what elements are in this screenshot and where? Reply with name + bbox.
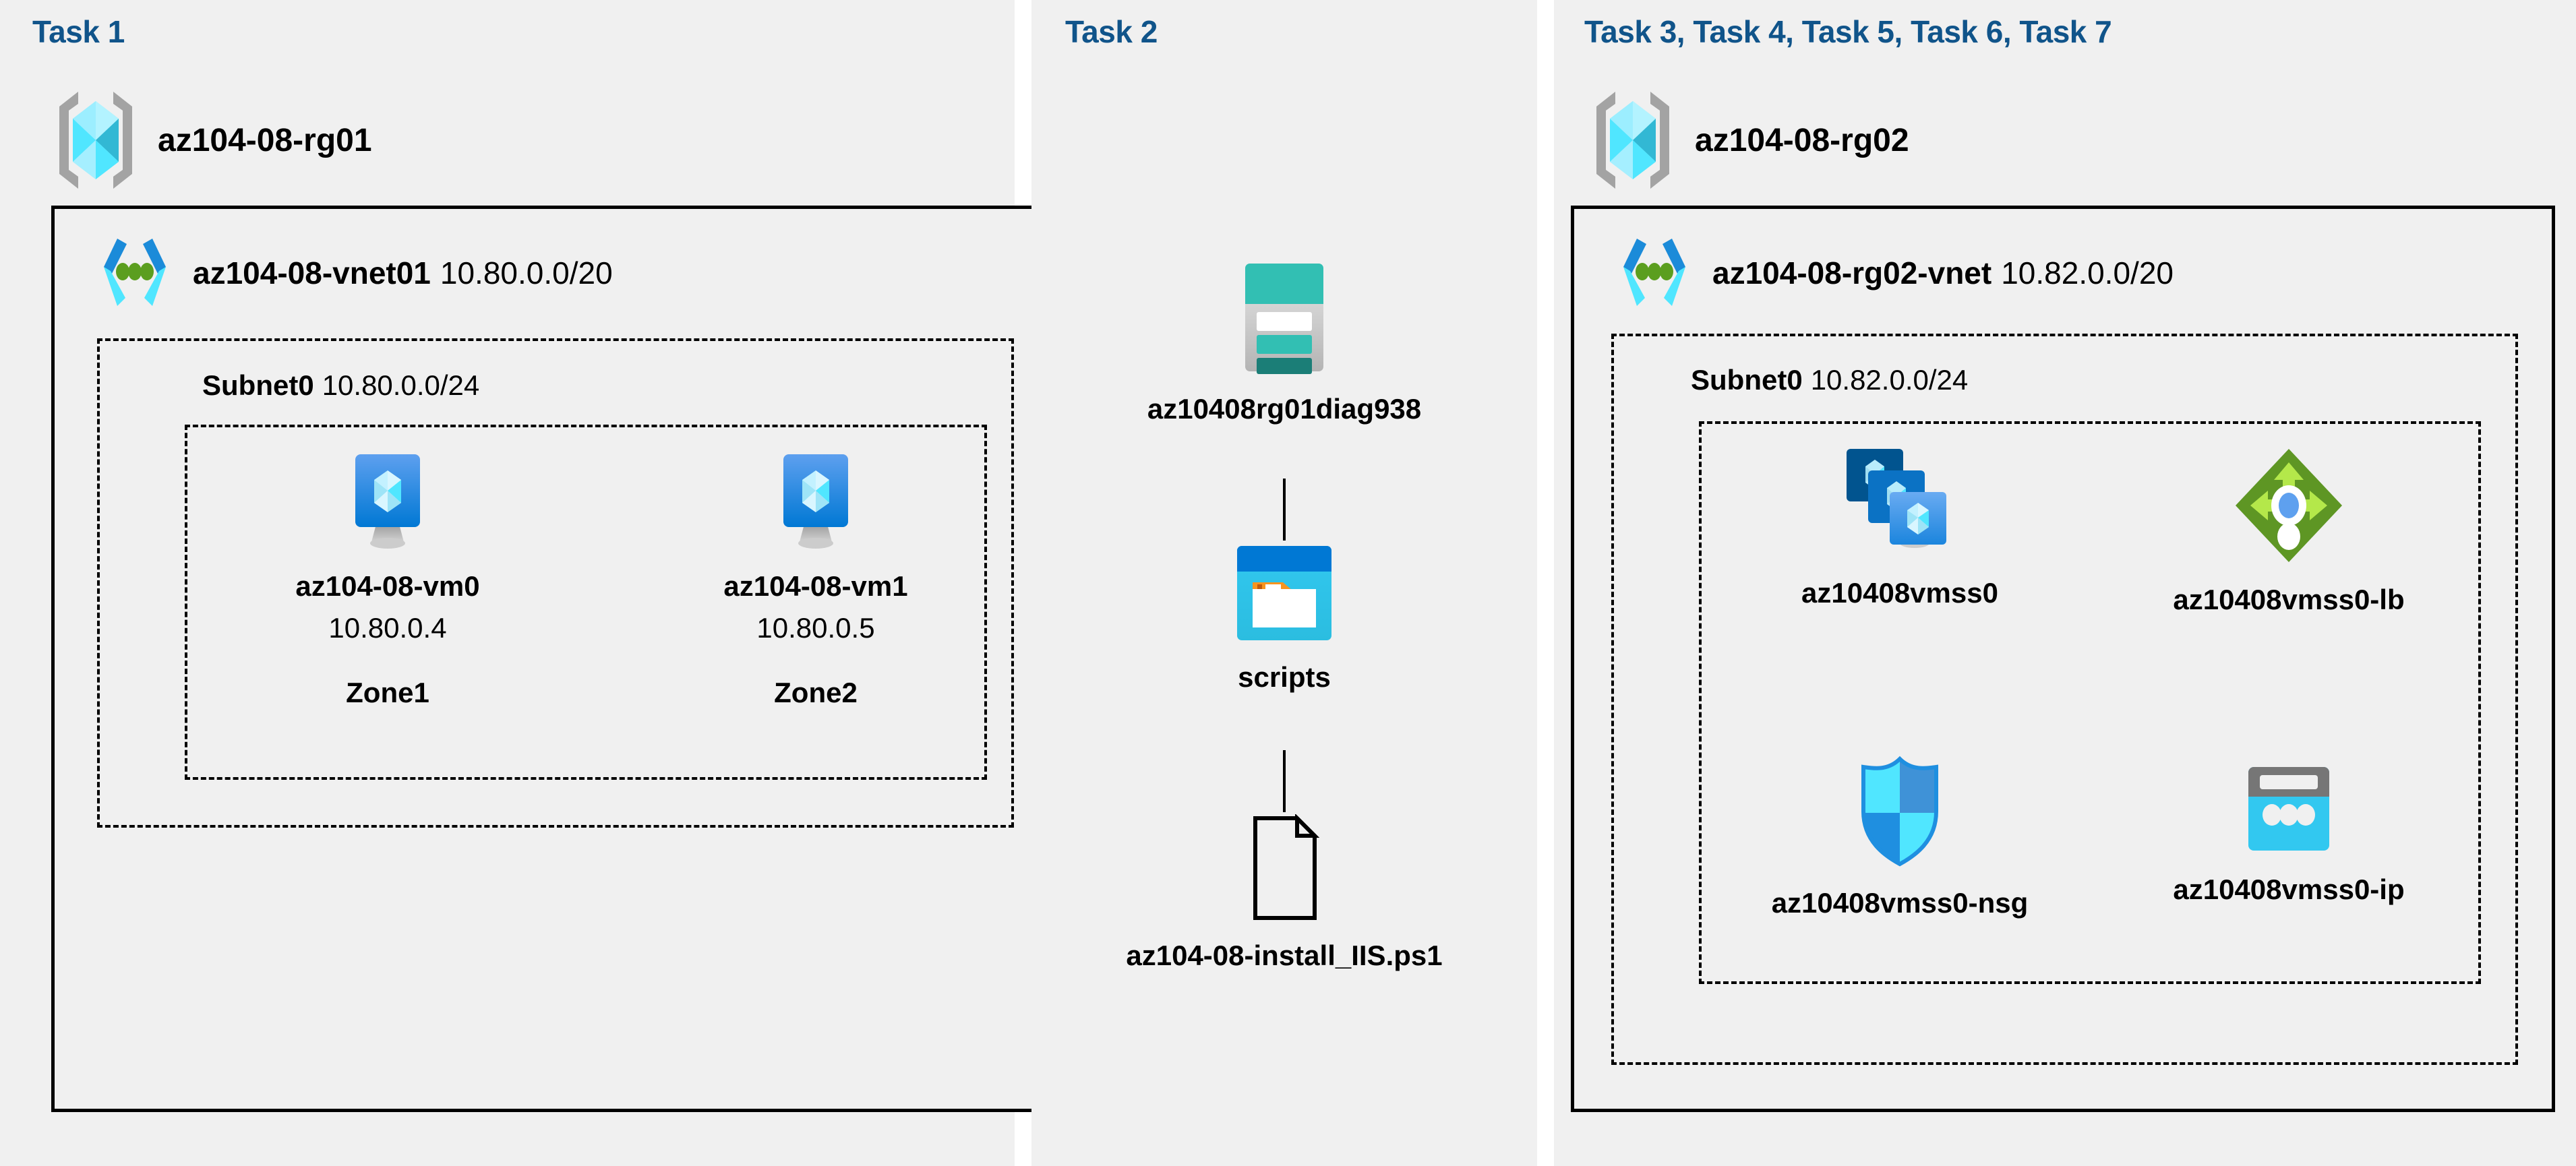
- load-balancer-label: az10408vmss0-lb: [2173, 584, 2405, 615]
- vnet-az104-08-rg02-vnet-header: az104-08-rg02-vnet 10.82.0.0/20: [1614, 236, 2174, 310]
- vm-scale-set-label: az10408vmss0: [1801, 577, 1998, 609]
- vnet-az104-08-rg02-vnet-box: [1571, 206, 2555, 1112]
- storage-account-az10408rg01diag938[interactable]: az10408rg01diag938: [1143, 259, 1426, 425]
- public-ip-address-icon: [2238, 762, 2339, 856]
- public-ip-label: az10408vmss0-ip: [2173, 873, 2405, 905]
- task3-resource-group-box: [1699, 421, 2481, 984]
- task2-label: Task 2: [1065, 14, 1158, 49]
- script-file-label: az104-08-install_IIS.ps1: [1126, 940, 1443, 971]
- subnet-cidr: 10.80.0.0/24: [322, 369, 480, 401]
- vnet-az104-08-vnet01-header: az104-08-vnet01 10.80.0.0/20: [94, 236, 613, 310]
- resource-group-az104-08-rg02: az104-08-rg02: [1586, 86, 1909, 194]
- task3-label: Task 3, Task 4, Task 5, Task 6, Task 7: [1584, 14, 2112, 49]
- vm-az104-08-vm1[interactable]: az104-08-vm1 10.80.0.5 Zone2: [674, 452, 957, 709]
- vm-az104-08-vm0[interactable]: az104-08-vm0 10.80.0.4 Zone1: [246, 452, 529, 709]
- nsg-az10408vmss0-nsg[interactable]: az10408vmss0-nsg: [1758, 755, 2041, 919]
- resource-group-icon: [49, 86, 143, 194]
- virtual-network-icon: [1614, 236, 1695, 310]
- resource-group-label: az104-08-rg02: [1695, 122, 1909, 158]
- storage-account-icon: [1237, 259, 1331, 375]
- vm-ip: 10.80.0.5: [756, 612, 875, 644]
- vnet-cidr: 10.82.0.0/20: [2001, 255, 2174, 290]
- container-to-file-connector: [1283, 750, 1286, 812]
- load-balancer-az10408vmss0-lb[interactable]: az10408vmss0-lb: [2147, 445, 2430, 616]
- blob-container-label: scripts: [1238, 661, 1331, 693]
- vnet-label: az104-08-vnet01: [193, 255, 431, 290]
- subnet-name: Subnet0: [202, 369, 314, 401]
- script-file-az104-08-install-iis[interactable]: az104-08-install_IIS.ps1: [1126, 814, 1443, 972]
- vm-zone: Zone2: [774, 677, 858, 708]
- nsg-label: az10408vmss0-nsg: [1771, 887, 2029, 919]
- blob-container-icon: [1234, 543, 1335, 644]
- script-file-icon: [1240, 814, 1328, 922]
- vnet-cidr: 10.80.0.0/20: [440, 255, 613, 290]
- resource-group-az104-08-rg01: az104-08-rg01: [49, 86, 372, 194]
- storage-account-label: az10408rg01diag938: [1147, 393, 1422, 425]
- task1-vm-group-box: [185, 425, 987, 780]
- subnet0-task3-box: [1611, 334, 2518, 1065]
- virtual-machine-icon: [344, 452, 431, 553]
- resource-group-icon: [1586, 86, 1680, 194]
- network-security-group-icon: [1853, 755, 1947, 869]
- virtual-network-icon: [94, 236, 175, 310]
- load-balancer-icon: [2231, 445, 2346, 566]
- subnet-name: Subnet0: [1691, 364, 1803, 396]
- blob-container-scripts[interactable]: scripts: [1143, 543, 1426, 694]
- public-ip-az10408vmss0-ip[interactable]: az10408vmss0-ip: [2147, 762, 2430, 906]
- resource-group-label: az104-08-rg01: [158, 122, 372, 158]
- vnet-label: az104-08-rg02-vnet: [1712, 255, 1992, 290]
- vm-scale-set-icon: [1836, 445, 1964, 559]
- subnet0-task1-box: [97, 338, 1014, 828]
- vm-name: az104-08-vm0: [295, 570, 480, 602]
- vm-scale-set-az10408vmss0[interactable]: az10408vmss0: [1758, 445, 2041, 609]
- vm-zone: Zone1: [346, 677, 429, 708]
- vm-ip: 10.80.0.4: [328, 612, 447, 644]
- subnet-cidr: 10.82.0.0/24: [1810, 364, 1969, 396]
- vm-name: az104-08-vm1: [723, 570, 908, 602]
- virtual-machine-icon: [772, 452, 860, 553]
- task1-label: Task 1: [32, 14, 125, 49]
- storage-to-container-connector: [1283, 479, 1286, 541]
